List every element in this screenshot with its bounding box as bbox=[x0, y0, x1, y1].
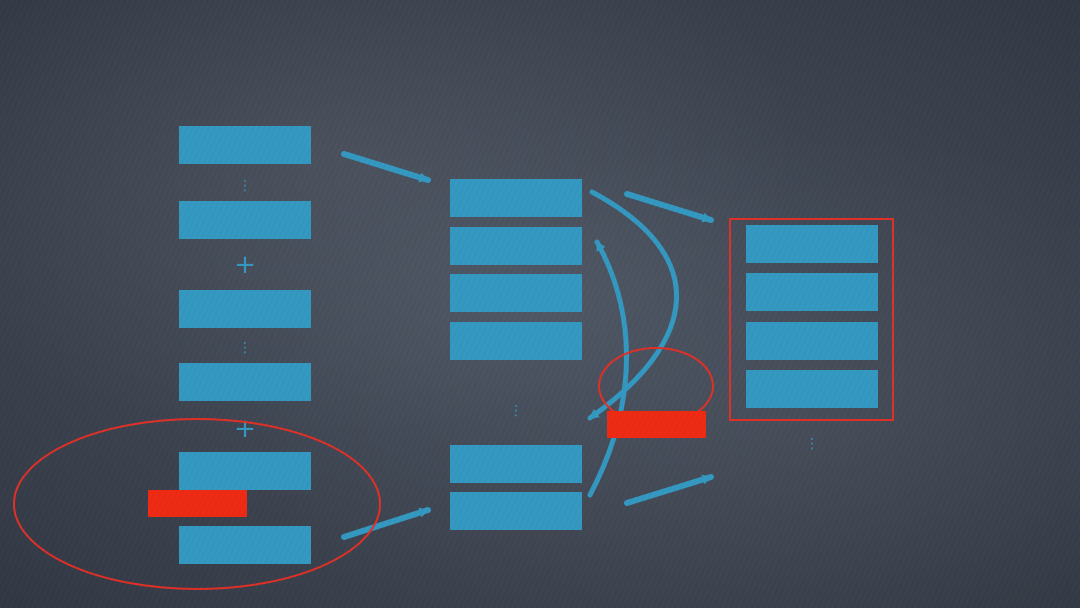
red-highlight-bar-left bbox=[148, 490, 247, 517]
left-block-5 bbox=[179, 452, 311, 490]
annotations bbox=[13, 218, 894, 590]
middle-ellipsis: ⋮ bbox=[509, 403, 523, 419]
arrow-left-top-to-middle bbox=[341, 151, 431, 183]
middle-block-1 bbox=[450, 179, 582, 217]
arrow-left-bottom-to-middle bbox=[341, 507, 431, 540]
red-highlight-bar-middle bbox=[607, 411, 706, 438]
left-block-6 bbox=[179, 526, 311, 564]
right-column: ⋮ bbox=[746, 225, 878, 452]
left-block-3 bbox=[179, 290, 311, 328]
right-block-1 bbox=[746, 225, 878, 263]
right-block-3 bbox=[746, 322, 878, 360]
right-block-2 bbox=[746, 273, 878, 311]
middle-block-6 bbox=[450, 492, 582, 530]
middle-block-4 bbox=[450, 322, 582, 360]
curved-arrows bbox=[587, 189, 679, 498]
left-ellipsis-1: ⋮ bbox=[238, 178, 252, 194]
left-plus-1: + bbox=[234, 250, 256, 280]
middle-block-3 bbox=[450, 274, 582, 312]
curved-arrow-top-to-bar bbox=[587, 189, 679, 421]
right-ellipsis: ⋮ bbox=[805, 436, 819, 452]
red-annotation-box bbox=[729, 218, 894, 421]
right-block-4 bbox=[746, 370, 878, 408]
arrow-middle-top-to-right bbox=[624, 191, 714, 223]
left-block-2 bbox=[179, 201, 311, 239]
curved-arrow-bottom-to-top bbox=[587, 239, 629, 498]
middle-block-5 bbox=[450, 445, 582, 483]
arrow-middle-bottom-to-right bbox=[624, 474, 714, 506]
middle-column: ⋮ bbox=[450, 179, 582, 530]
left-plus-2: + bbox=[234, 414, 256, 444]
middle-block-2 bbox=[450, 227, 582, 265]
left-block-1 bbox=[179, 126, 311, 164]
left-column: ⋮ + ⋮ + bbox=[179, 126, 311, 564]
left-block-4 bbox=[179, 363, 311, 401]
straight-arrows bbox=[341, 151, 714, 540]
left-ellipsis-2: ⋮ bbox=[238, 340, 252, 356]
red-annotation-ellipse bbox=[13, 418, 381, 590]
